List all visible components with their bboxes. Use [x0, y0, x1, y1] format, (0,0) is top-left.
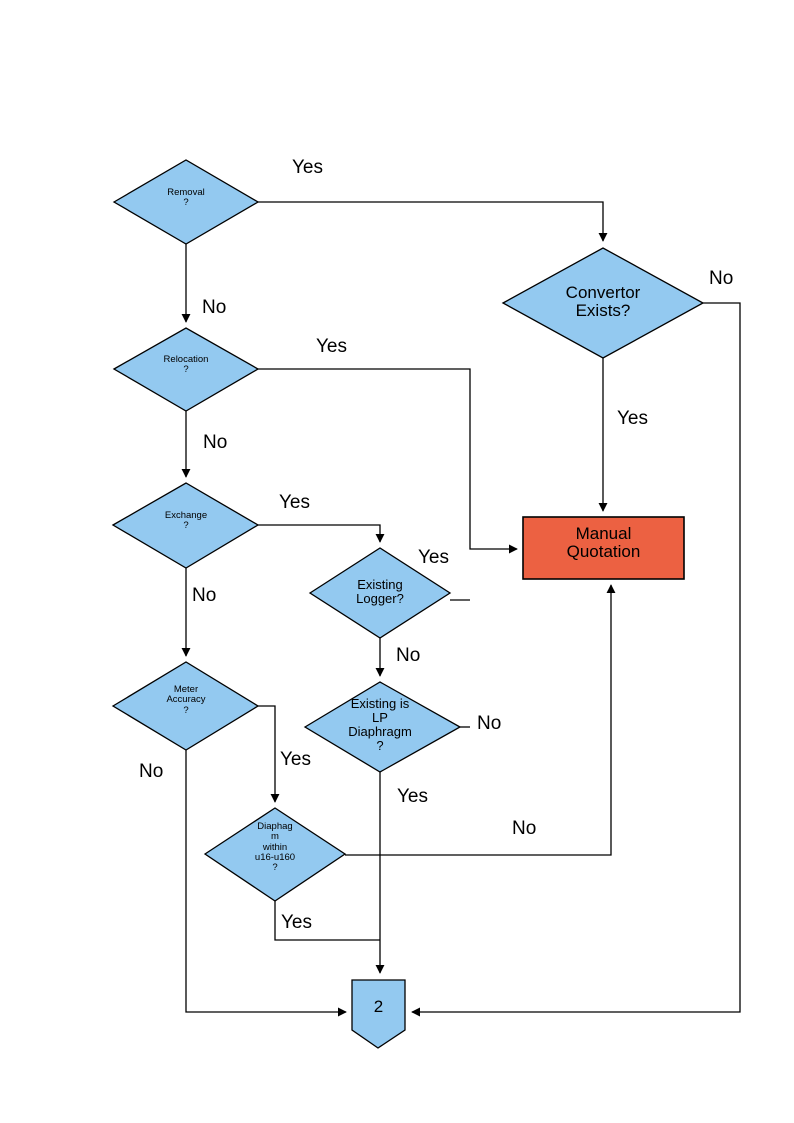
- edge-diaphagm-no: [345, 584, 616, 856]
- node-relocation[interactable]: [112, 327, 260, 412]
- edge-label-existing-logger-yes: Yes: [418, 547, 449, 568]
- edge-label-existing-lp-yes: Yes: [397, 786, 428, 807]
- edge-meter-accuracy-yes: [258, 705, 280, 803]
- edge-label-existing-lp-no: No: [477, 713, 502, 734]
- edge-label-relocation-no: No: [203, 432, 228, 453]
- node-diaphagm-within[interactable]: [203, 807, 347, 902]
- edge-exchange-yes: [258, 524, 385, 543]
- edge-label-diaphagm-no: No: [512, 818, 537, 839]
- edge-label-exchange-no: No: [192, 585, 217, 606]
- edge-label-removal-no: No: [202, 297, 227, 318]
- node-layer: [111, 159, 705, 1049]
- node-existing-logger[interactable]: [308, 547, 452, 639]
- edge-label-relocation-yes: Yes: [316, 336, 347, 357]
- edge-label-removal-yes: Yes: [292, 157, 323, 178]
- edge-label-diaphagm-yes: Yes: [281, 912, 312, 933]
- edge-relocation-yes: [258, 368, 518, 554]
- edge-label-convertor-no: No: [709, 268, 734, 289]
- node-removal[interactable]: [112, 159, 260, 245]
- edge-layer: [181, 201, 741, 1017]
- edge-convertor-no: [411, 302, 741, 1017]
- node-existing-lp-diaphragm[interactable]: [303, 681, 462, 773]
- node-meter-accuracy[interactable]: [111, 661, 260, 751]
- edge-label-exchange-yes: Yes: [279, 492, 310, 513]
- edge-label-convertor-yes: Yes: [617, 408, 648, 429]
- node-exchange[interactable]: [111, 482, 260, 569]
- edge-meter-accuracy-no: [185, 750, 347, 1017]
- edge-removal-yes: [258, 201, 608, 242]
- node-connector-2[interactable]: [351, 979, 406, 1049]
- edge-label-meter-accuracy-no: No: [139, 761, 164, 782]
- node-manual-quotation[interactable]: [522, 516, 685, 580]
- edge-diaphagm-yes: [274, 900, 380, 941]
- node-convertor-exists[interactable]: [501, 247, 705, 359]
- edge-label-meter-accuracy-yes: Yes: [280, 749, 311, 770]
- edge-label-existing-logger-no: No: [396, 645, 421, 666]
